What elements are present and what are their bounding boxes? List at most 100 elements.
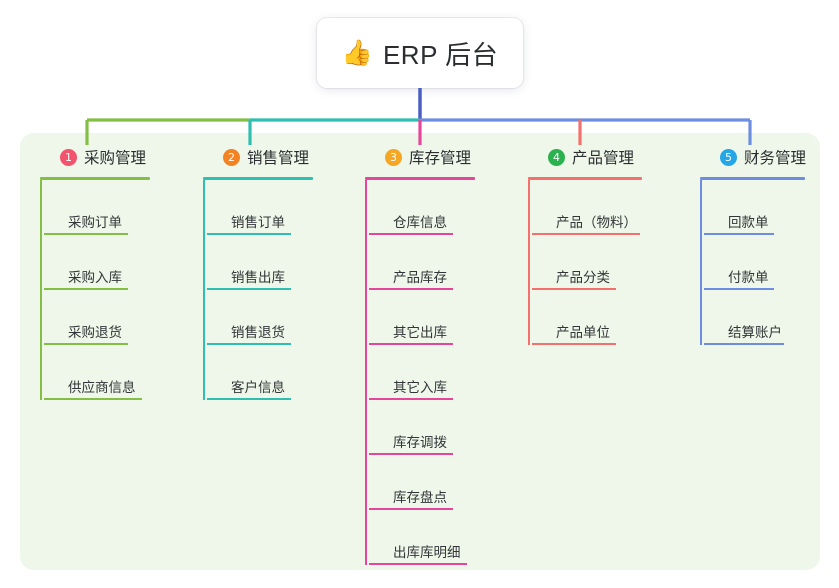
column-item-list: 回款单付款单结算账户 bbox=[700, 180, 820, 345]
column-number-badge: 1 bbox=[60, 148, 77, 166]
column-采购管理: 1 采购管理采购订单采购入库采购退货供应商信息 bbox=[40, 145, 190, 400]
list-item-rule bbox=[44, 343, 128, 345]
list-item[interactable]: 销售订单 bbox=[205, 180, 353, 235]
list-item[interactable]: 采购退货 bbox=[42, 290, 190, 345]
list-item[interactable]: 产品库存 bbox=[367, 235, 515, 290]
column-number-badge: 4 bbox=[548, 148, 565, 166]
list-item[interactable]: 仓库信息 bbox=[367, 180, 515, 235]
list-item-rule bbox=[369, 288, 453, 290]
column-title: 销售管理 bbox=[247, 150, 310, 167]
list-item-rule bbox=[207, 398, 291, 400]
list-item-label: 库存调拨 bbox=[393, 434, 447, 450]
column-item-list: 产品（物料） 产品分类产品单位 bbox=[528, 180, 688, 345]
list-item-rule bbox=[369, 563, 467, 565]
list-item-label: 其它出库 bbox=[393, 324, 447, 340]
list-item-rule bbox=[532, 288, 616, 290]
list-item-label: 结算账户 bbox=[728, 324, 782, 340]
column-number-badge: 2 bbox=[223, 148, 240, 166]
column-stem-line bbox=[365, 180, 367, 565]
list-item-rule bbox=[369, 398, 453, 400]
list-item-rule bbox=[44, 288, 128, 290]
list-item[interactable]: 其它入库 bbox=[367, 345, 515, 400]
column-header[interactable]: 1 采购管理 bbox=[40, 145, 190, 169]
root-node-card[interactable]: 👍 ERP 后台 bbox=[317, 18, 523, 88]
column-number-badge: 5 bbox=[720, 148, 737, 166]
column-item-list: 采购订单采购入库采购退货供应商信息 bbox=[40, 180, 190, 400]
list-item-rule bbox=[704, 233, 774, 235]
column-header[interactable]: 3 库存管理 bbox=[365, 145, 515, 169]
list-item-rule bbox=[532, 233, 640, 235]
column-header-rule bbox=[365, 177, 475, 180]
list-item[interactable]: 库存盘点 bbox=[367, 455, 515, 510]
list-item[interactable]: 产品单位 bbox=[530, 290, 688, 345]
thumbs-up-icon: 👍 bbox=[341, 38, 373, 67]
list-item-rule bbox=[44, 398, 142, 400]
list-item[interactable]: 回款单 bbox=[702, 180, 820, 235]
list-item-rule bbox=[369, 453, 453, 455]
column-title: 产品管理 bbox=[572, 150, 635, 167]
list-item-label: 销售出库 bbox=[231, 269, 285, 285]
list-item[interactable]: 供应商信息 bbox=[42, 345, 190, 400]
column-header-rule bbox=[40, 177, 150, 180]
list-item-rule bbox=[369, 508, 453, 510]
list-item-label: 销售订单 bbox=[231, 214, 285, 230]
list-item[interactable]: 产品分类 bbox=[530, 235, 688, 290]
list-item-label: 其它入库 bbox=[393, 379, 447, 395]
list-item[interactable]: 销售退货 bbox=[205, 290, 353, 345]
list-item-label: 回款单 bbox=[728, 214, 769, 230]
list-item-label: 销售退货 bbox=[231, 324, 285, 340]
list-item-label: 产品（物料） bbox=[556, 214, 637, 230]
column-财务管理: 5 财务管理回款单付款单结算账户 bbox=[700, 145, 820, 345]
list-item-label: 产品分类 bbox=[556, 269, 610, 285]
column-item-list: 销售订单销售出库销售退货客户信息 bbox=[203, 180, 353, 400]
list-item[interactable]: 库存调拨 bbox=[367, 400, 515, 455]
column-title: 采购管理 bbox=[84, 150, 147, 167]
list-item[interactable]: 付款单 bbox=[702, 235, 820, 290]
column-title: 财务管理 bbox=[744, 150, 807, 167]
list-item[interactable]: 采购订单 bbox=[42, 180, 190, 235]
list-item-label: 产品单位 bbox=[556, 324, 610, 340]
column-header[interactable]: 2 销售管理 bbox=[203, 145, 353, 169]
root-node-title: ERP 后台 bbox=[382, 39, 499, 70]
column-产品管理: 4 产品管理产品（物料） 产品分类产品单位 bbox=[528, 145, 688, 345]
list-item[interactable]: 采购入库 bbox=[42, 235, 190, 290]
list-item-label: 采购订单 bbox=[68, 214, 122, 230]
column-stem-line bbox=[528, 180, 530, 345]
list-item-rule bbox=[532, 343, 616, 345]
list-item[interactable]: 结算账户 bbox=[702, 290, 820, 345]
list-item-label: 付款单 bbox=[728, 269, 769, 285]
list-item-rule bbox=[44, 233, 128, 235]
column-header-rule bbox=[700, 177, 805, 180]
list-item[interactable]: 其它出库 bbox=[367, 290, 515, 345]
column-stem-line bbox=[203, 180, 205, 400]
list-item-rule bbox=[207, 288, 291, 290]
list-item-rule bbox=[369, 343, 453, 345]
list-item-rule bbox=[704, 288, 774, 290]
column-header[interactable]: 4 产品管理 bbox=[528, 145, 688, 169]
column-header-rule bbox=[203, 177, 313, 180]
list-item-label: 出库库明细 bbox=[393, 544, 461, 560]
list-item-rule bbox=[704, 343, 784, 345]
list-item[interactable]: 产品（物料） bbox=[530, 180, 688, 235]
column-title: 库存管理 bbox=[409, 150, 472, 167]
column-销售管理: 2 销售管理销售订单销售出库销售退货客户信息 bbox=[203, 145, 353, 400]
list-item-label: 客户信息 bbox=[231, 379, 285, 395]
list-item-rule bbox=[207, 343, 291, 345]
list-item-label: 库存盘点 bbox=[393, 489, 447, 505]
list-item-label: 仓库信息 bbox=[393, 214, 447, 230]
diagram-panel bbox=[20, 133, 820, 570]
list-item[interactable]: 客户信息 bbox=[205, 345, 353, 400]
column-库存管理: 3 库存管理仓库信息产品库存其它出库其它入库库存调拨库存盘点出库库明细 bbox=[365, 145, 515, 565]
column-header-rule bbox=[528, 177, 642, 180]
list-item[interactable]: 出库库明细 bbox=[367, 510, 515, 565]
column-stem-line bbox=[700, 180, 702, 345]
column-item-list: 仓库信息产品库存其它出库其它入库库存调拨库存盘点出库库明细 bbox=[365, 180, 515, 565]
column-number-badge: 3 bbox=[385, 148, 402, 166]
column-header[interactable]: 5 财务管理 bbox=[700, 145, 820, 169]
list-item-rule bbox=[207, 233, 291, 235]
column-stem-line bbox=[40, 180, 42, 400]
list-item-label: 采购退货 bbox=[68, 324, 122, 340]
list-item-label: 供应商信息 bbox=[68, 379, 136, 395]
list-item[interactable]: 销售出库 bbox=[205, 235, 353, 290]
list-item-label: 产品库存 bbox=[393, 269, 447, 285]
